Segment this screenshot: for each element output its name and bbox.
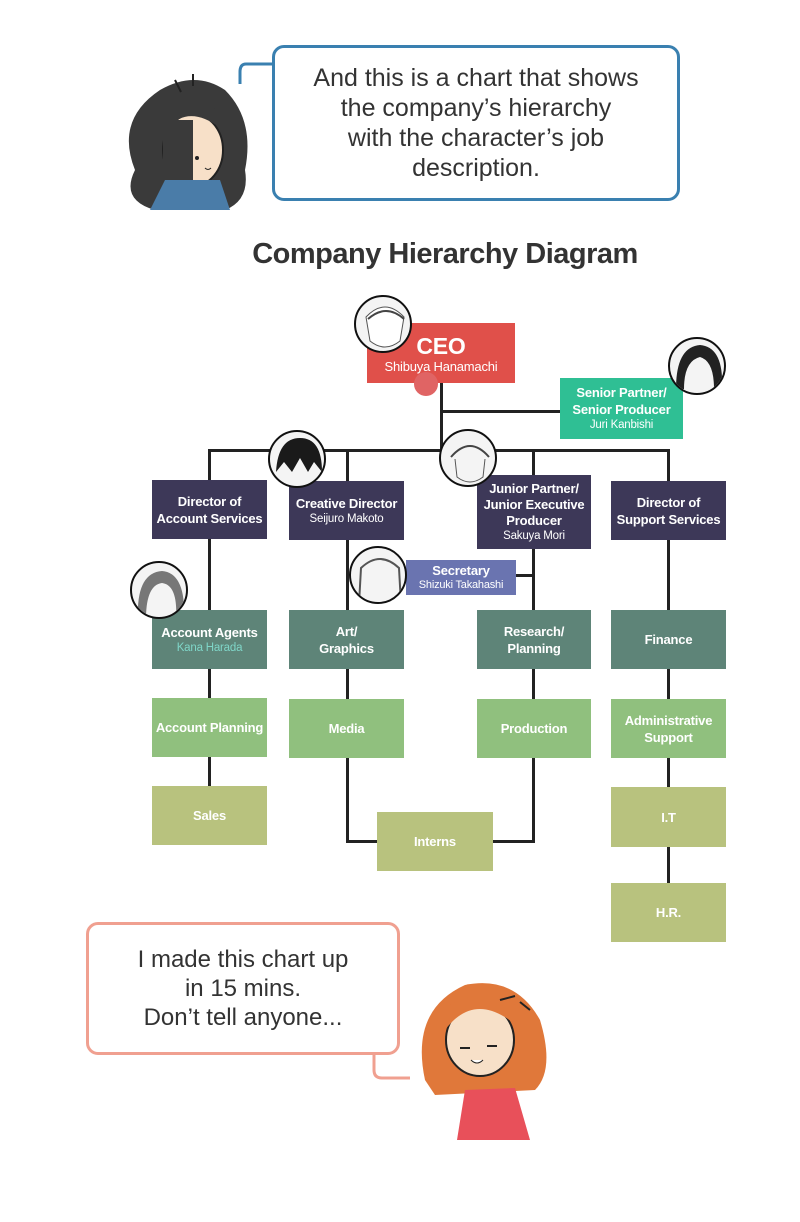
cursor-dot — [414, 372, 438, 396]
hr-box[interactable]: H.R. — [611, 883, 726, 942]
senior-partner-avatar — [668, 337, 726, 395]
senior-partner-box[interactable]: Senior Partner/ Senior Producer Juri Kan… — [560, 378, 683, 439]
director-support-services-box[interactable]: Director of Support Services — [611, 481, 726, 540]
account-planning-box[interactable]: Account Planning — [152, 698, 267, 757]
node-title: Finance — [644, 632, 693, 647]
node-title: Administrative Support — [624, 712, 713, 745]
secretary-box[interactable]: Secretary Shizuki Takahashi — [406, 560, 516, 595]
connector — [346, 840, 378, 843]
node-name: Shibuya Hanamachi — [384, 358, 498, 374]
connector — [440, 383, 443, 451]
media-box[interactable]: Media — [289, 699, 404, 758]
account-agent-avatar — [130, 561, 188, 619]
bottom-speech-bubble: I made this chart up in 15 mins. Don’t t… — [86, 922, 400, 1055]
creative-director-box[interactable]: Creative Director Seijuro Makoto — [289, 481, 404, 540]
node-title: CEO — [416, 332, 466, 359]
orange-haired-character-illustration — [421, 983, 547, 1140]
it-box[interactable]: I.T — [611, 787, 726, 847]
node-title: Sales — [193, 808, 226, 823]
connector — [516, 574, 534, 577]
node-name: Shizuki Takahashi — [418, 578, 504, 591]
bubble-tail — [372, 1052, 410, 1080]
node-name: Seijuro Makoto — [309, 512, 384, 525]
sales-box[interactable]: Sales — [152, 786, 267, 845]
research-planning-box[interactable]: Research/ Planning — [477, 610, 591, 669]
node-title: H.R. — [655, 905, 682, 920]
creative-director-avatar — [268, 430, 326, 488]
dark-haired-character-illustration — [128, 74, 248, 210]
junior-partner-avatar — [439, 429, 497, 487]
account-agents-box[interactable]: Account Agents Kana Harada — [152, 610, 267, 669]
connector — [492, 840, 535, 843]
bottom-bubble-text: I made this chart up in 15 mins. Don’t t… — [137, 946, 349, 1031]
finance-box[interactable]: Finance — [611, 610, 726, 669]
node-title: Account Agents — [161, 624, 258, 640]
node-title: Production — [500, 721, 568, 736]
top-bubble-text: And this is a chart that shows the compa… — [313, 64, 639, 182]
node-title: I.T — [661, 809, 676, 825]
node-title: Director of Support Services — [616, 494, 721, 527]
node-name: Sakuya Mori — [503, 529, 565, 542]
administrative-support-box[interactable]: Administrative Support — [611, 699, 726, 758]
interns-box[interactable]: Interns — [377, 812, 493, 871]
ceo-avatar — [354, 295, 412, 353]
node-title: Junior Partner/ Junior Executive Produce… — [483, 480, 585, 528]
junior-partner-box[interactable]: Junior Partner/ Junior Executive Produce… — [477, 475, 591, 549]
node-title: Research/ Planning — [503, 623, 565, 656]
node-name: Juri Kanbishi — [589, 419, 654, 431]
secretary-avatar — [349, 546, 407, 604]
connector — [440, 410, 560, 413]
node-title: Secretary — [432, 562, 490, 578]
director-account-services-box[interactable]: Director of Account Services — [152, 480, 267, 539]
top-speech-bubble: And this is a chart that shows the compa… — [272, 45, 680, 201]
bubble-tail — [238, 62, 274, 84]
node-title: Creative Director — [295, 495, 398, 511]
node-title: Senior Partner/ Senior Producer — [572, 385, 671, 417]
node-title: Director of Account Services — [156, 493, 263, 526]
diagram-title: Company Hierarchy Diagram — [252, 238, 638, 270]
art-graphics-box[interactable]: Art/ Graphics — [289, 610, 404, 669]
node-title: Interns — [414, 834, 456, 849]
node-name: Kana Harada — [176, 641, 243, 654]
production-box[interactable]: Production — [477, 699, 591, 758]
node-title: Art/ Graphics — [319, 623, 374, 656]
node-title: Media — [328, 721, 365, 736]
node-title: Account Planning — [155, 720, 264, 735]
